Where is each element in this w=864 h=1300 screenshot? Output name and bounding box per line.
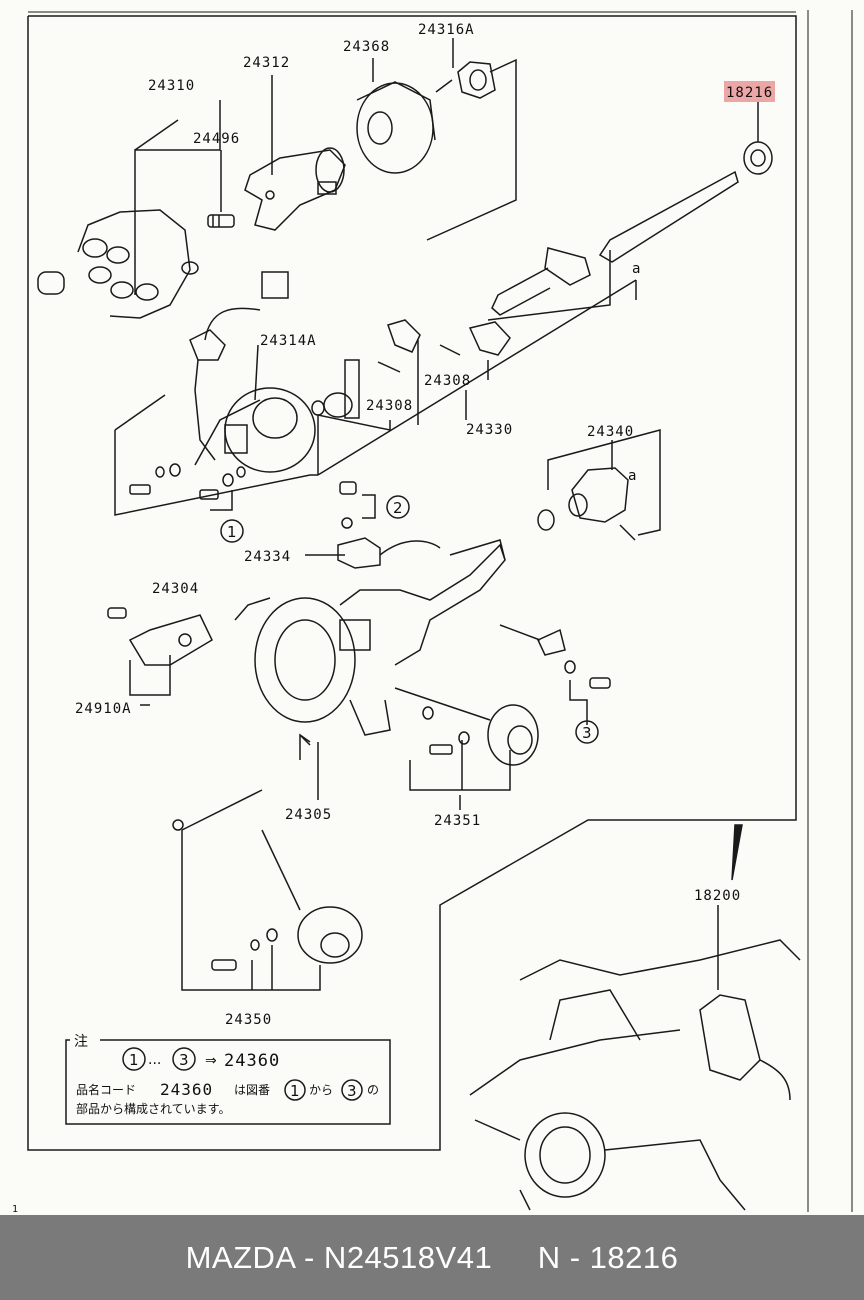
- label-a-right: a: [628, 468, 637, 484]
- exploded-view-drawing: 24310 24312 24368 24316A 18216 24496 243…: [12, 10, 853, 1215]
- note-line3: 部品から構成されています。: [76, 1101, 230, 1116]
- pickup-assembly: [189, 271, 316, 473]
- note-arrow: ⇒: [205, 1053, 217, 1069]
- gear-24340: [537, 467, 636, 541]
- label-24350: 24350: [225, 1012, 272, 1028]
- condenser-24334: [337, 481, 441, 569]
- label-18216: 18216: [726, 85, 773, 101]
- label-24310: 24310: [148, 78, 195, 94]
- shaft-part: [491, 170, 739, 316]
- note-box: [65, 1039, 391, 1125]
- label-24316A: 24316A: [418, 22, 475, 38]
- note-code: 24360: [224, 1051, 280, 1071]
- circled-ref-1: 1: [227, 523, 237, 541]
- engine-assembly-18200: [469, 939, 801, 1211]
- label-24304: 24304: [152, 581, 199, 597]
- note-last-num: 3: [179, 1051, 189, 1069]
- label-24351: 24351: [434, 813, 481, 829]
- highlight-box: [724, 81, 775, 102]
- rotor-part: [244, 147, 346, 231]
- note-line2-a: 品名コード: [76, 1082, 136, 1097]
- note-ellipsis: ...: [148, 1052, 161, 1068]
- note-line2-c: から: [309, 1083, 333, 1097]
- governor-assembly: [311, 319, 511, 419]
- note-line2-num1: 1: [290, 1082, 300, 1100]
- diagram-frame: [27, 15, 797, 1151]
- page-marker: 1: [12, 1204, 19, 1215]
- bracket-24910A: [107, 607, 213, 666]
- caption-bar: MAZDA - N24518V41 N - 18216: [0, 1215, 864, 1300]
- washer-18216: [743, 141, 773, 175]
- dust-cover-part: [356, 81, 436, 174]
- parts-diagram: 24310 24312 24368 24316A 18216 24496 243…: [12, 10, 853, 1215]
- screw-set-right: [537, 628, 611, 689]
- label-24368: 24368: [343, 39, 390, 55]
- circled-ref-3: 3: [582, 724, 592, 742]
- distributor-housing: [234, 539, 506, 746]
- note-first-num: 1: [129, 1051, 139, 1069]
- label-24312: 24312: [243, 55, 290, 71]
- label-24305: 24305: [285, 807, 332, 823]
- note-line2-d: の: [367, 1083, 379, 1097]
- label-24308-left: 24308: [366, 398, 413, 414]
- collar-24316A: [435, 61, 496, 99]
- label-24496: 24496: [193, 131, 240, 147]
- label-24314A: 24314A: [260, 333, 317, 349]
- label-24308-right: 24308: [424, 373, 471, 389]
- part-caption: MAZDA - N24518V41 N - 18216: [185, 1239, 679, 1275]
- note-heading: 注: [74, 1034, 88, 1050]
- screw-24496: [207, 214, 235, 228]
- vacuum-unit-24351: [394, 687, 539, 766]
- note-line2-b: は図番: [234, 1083, 270, 1097]
- label-24910A: 24910A: [75, 701, 132, 717]
- note-content: 注 1 ... 3 ⇒ 24360 品名コード 24360 は図番 1 から 3…: [70, 1034, 379, 1116]
- label-a-top: a: [632, 261, 641, 277]
- label-18200: 18200: [694, 888, 741, 904]
- label-24334: 24334: [244, 549, 291, 565]
- note-line2-num2: 3: [347, 1082, 357, 1100]
- label-24330: 24330: [466, 422, 513, 438]
- label-24340: 24340: [587, 424, 634, 440]
- vacuum-unit-24350: [172, 819, 363, 971]
- circled-ref-2: 2: [393, 499, 403, 517]
- distributor-cap-part: [37, 209, 199, 319]
- screw-set-left: [129, 463, 246, 500]
- note-line2-code: 24360: [160, 1080, 213, 1099]
